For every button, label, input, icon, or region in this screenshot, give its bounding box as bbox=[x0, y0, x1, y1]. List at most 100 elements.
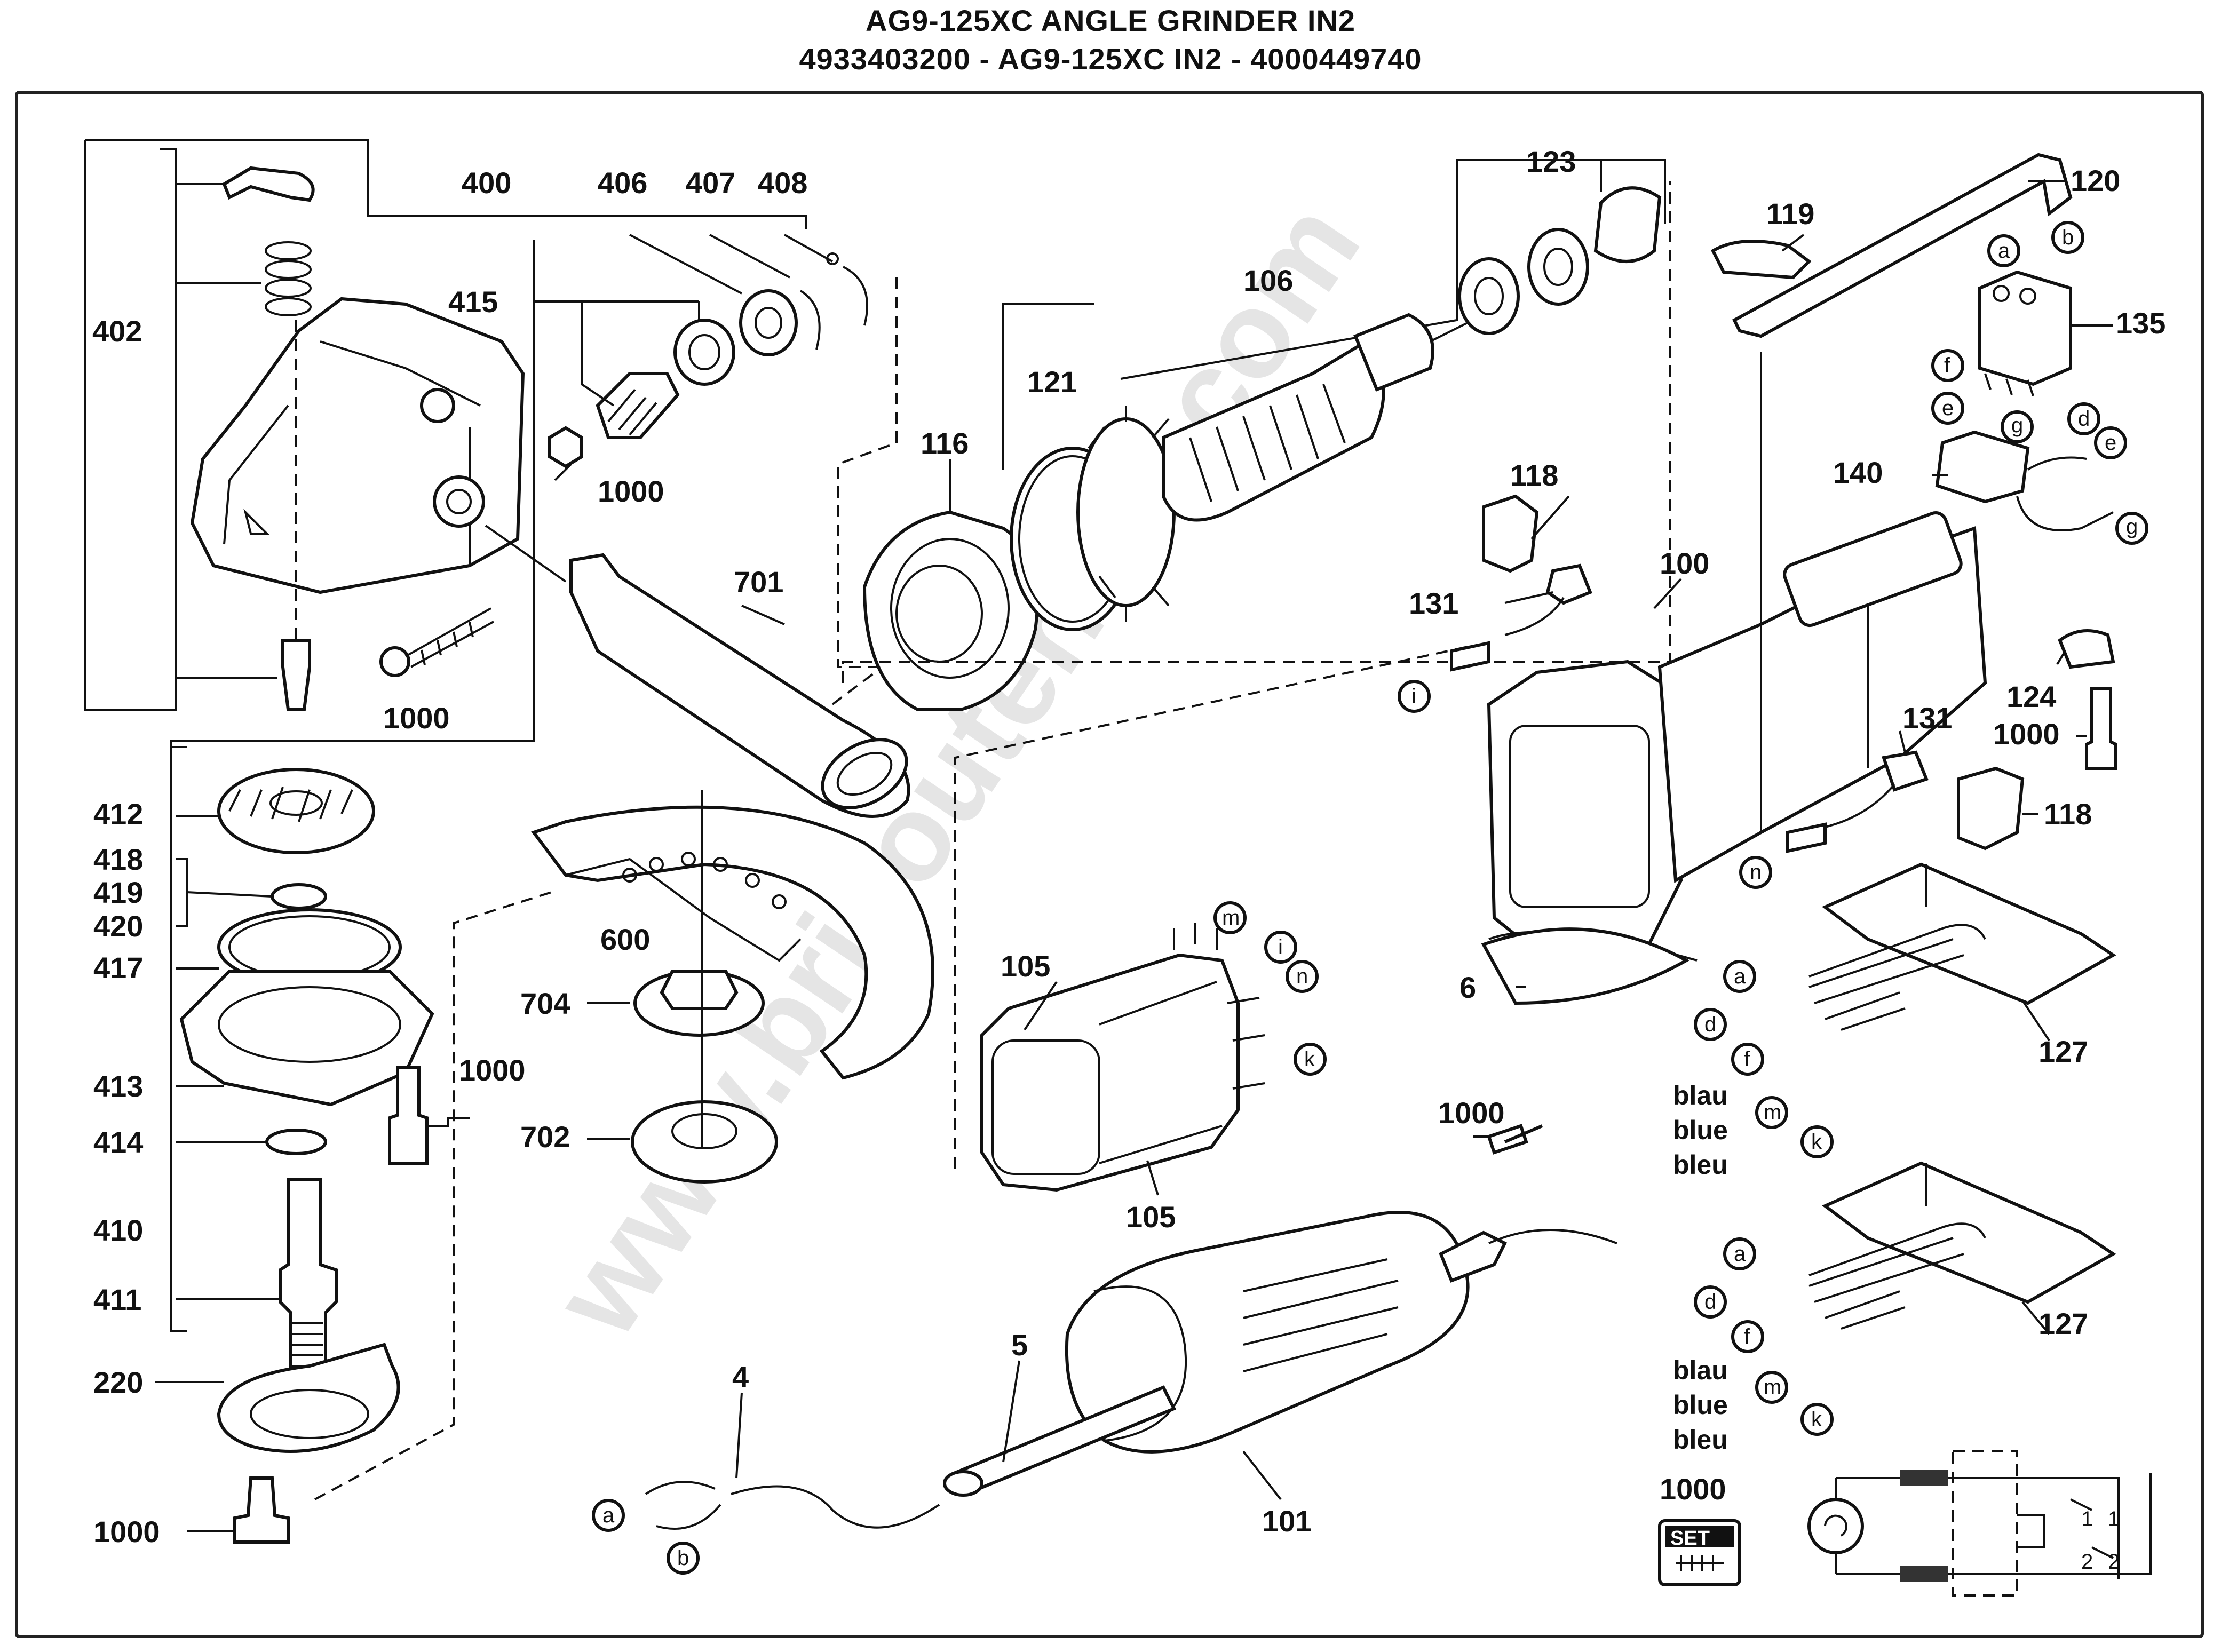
label-1000-screw: 1000 bbox=[383, 701, 450, 735]
connector-b-cable: b bbox=[677, 1546, 689, 1570]
label-127-bottom: 127 bbox=[2038, 1307, 2088, 1340]
connector-n-housing: n bbox=[1750, 861, 1762, 884]
brush-holder-118b bbox=[1957, 766, 2025, 851]
connector-e-suppressor: e bbox=[2105, 431, 2116, 455]
label-123: 123 bbox=[1526, 145, 1576, 178]
part-labels: 400 402 406 407 408 415 1000 1000 701 11… bbox=[92, 145, 2166, 1548]
wheel-guard bbox=[531, 805, 934, 1080]
label-413: 413 bbox=[93, 1069, 143, 1103]
label-6 bbox=[1481, 927, 1690, 1005]
wiring-schematic: 1 1 2 2 bbox=[1807, 1450, 2152, 1597]
wire-color-fr-1: bleu bbox=[1673, 1150, 1728, 1180]
label-406: 406 bbox=[598, 166, 647, 200]
label-1000-nut: 1000 bbox=[598, 474, 664, 508]
spindle-lock-button bbox=[222, 166, 315, 202]
label-418: 418 bbox=[93, 843, 143, 876]
screw-set-badge: SET bbox=[1658, 1519, 1741, 1586]
label-116: 116 bbox=[921, 426, 969, 460]
connector-g-switch: g bbox=[2011, 414, 2023, 437]
power-cable-4 bbox=[731, 1485, 940, 1529]
cable-clamp bbox=[2058, 629, 2115, 669]
brush-131b bbox=[1882, 750, 1929, 792]
label-105-bottom: 105 bbox=[1126, 1200, 1176, 1234]
spring bbox=[265, 241, 312, 316]
label-701: 701 bbox=[734, 565, 783, 599]
label-420: 420 bbox=[93, 909, 143, 943]
hex-nut bbox=[548, 426, 583, 468]
retaining-plate bbox=[217, 1343, 400, 1453]
wire-color-notes: blau blue bleu blau blue bleu bbox=[1673, 1081, 1728, 1455]
label-101: 101 bbox=[1262, 1504, 1312, 1538]
gear-head-group bbox=[84, 139, 898, 1332]
washer-414 bbox=[265, 1129, 327, 1155]
connector-k-harness1: k bbox=[1811, 1130, 1822, 1154]
connector-a-harness2: a bbox=[1734, 1242, 1746, 1266]
label-131-bottom: 131 bbox=[1902, 701, 1952, 735]
side-handle bbox=[569, 553, 910, 818]
label-412: 412 bbox=[93, 797, 143, 831]
connector-labels: a b f e g d e g i n m i n k a d f m k a … bbox=[592, 221, 2148, 1575]
label-400: 400 bbox=[462, 166, 511, 200]
label-100: 100 bbox=[1660, 546, 1709, 580]
label-1000-rear: 1000 bbox=[1438, 1096, 1505, 1130]
suppressor bbox=[1935, 430, 2030, 504]
connector-m-harness2: m bbox=[1764, 1376, 1781, 1399]
bearing-rear bbox=[1458, 257, 1520, 335]
label-131-top: 131 bbox=[1409, 586, 1458, 620]
connector-e-switch: e bbox=[1942, 396, 1954, 420]
connector-i-stator: i bbox=[1278, 935, 1283, 959]
bevel-gear bbox=[217, 768, 375, 854]
circlip-407 bbox=[799, 290, 821, 350]
label-121: 121 bbox=[1027, 365, 1077, 399]
wire-color-de-1: blau bbox=[1673, 1081, 1728, 1110]
connector-d-harness2: d bbox=[1704, 1290, 1716, 1314]
switch-rod-group bbox=[1711, 153, 2073, 640]
brush-131a bbox=[1545, 563, 1592, 605]
stator bbox=[954, 645, 1473, 1192]
clamp-screw bbox=[2085, 687, 2117, 770]
strain-relief bbox=[1439, 1230, 1508, 1283]
connector-a-cable: a bbox=[602, 1504, 615, 1527]
label-1000-flange: 1000 bbox=[459, 1053, 526, 1087]
wheel-guard-group bbox=[531, 790, 934, 1184]
flange-screw bbox=[233, 1476, 290, 1544]
label-402: 402 bbox=[92, 314, 142, 348]
label-411: 411 bbox=[93, 1283, 141, 1316]
gear-housing bbox=[190, 297, 525, 594]
flange-screw-2 bbox=[388, 1066, 429, 1165]
connector-k-harness2: k bbox=[1811, 1408, 1822, 1431]
schematic-terminal-1a: 1 bbox=[2081, 1507, 2093, 1531]
set-badge-label: SET bbox=[1670, 1527, 1710, 1550]
schematic-terminal-2a: 2 bbox=[2081, 1550, 2093, 1574]
label-220: 220 bbox=[93, 1365, 143, 1399]
label-124: 124 bbox=[2006, 680, 2056, 713]
connector-n-stator: n bbox=[1296, 965, 1308, 988]
housing-screw bbox=[379, 607, 494, 677]
brush-holder-118a bbox=[1482, 494, 1539, 573]
connector-m-stator: m bbox=[1222, 906, 1240, 930]
label-140: 140 bbox=[1833, 456, 1883, 489]
label-118-top: 118 bbox=[1510, 458, 1558, 492]
bearing-sleeve bbox=[1593, 186, 1662, 263]
leader-lines bbox=[155, 160, 2113, 1532]
connector-a-switch: a bbox=[1998, 239, 2010, 263]
bearing-123 bbox=[1527, 228, 1589, 306]
label-5: 5 bbox=[1011, 1328, 1028, 1362]
label-414: 414 bbox=[93, 1125, 143, 1159]
rear-housing bbox=[645, 1124, 1617, 1530]
switch-group bbox=[1935, 270, 2114, 531]
armature bbox=[1076, 159, 1666, 622]
label-408: 408 bbox=[758, 166, 807, 200]
motor-housing bbox=[1450, 494, 2117, 1005]
connector-d-switch: d bbox=[2078, 407, 2090, 431]
switch-actuator-119 bbox=[1711, 240, 1812, 280]
spindle-group bbox=[170, 746, 556, 1544]
label-600: 600 bbox=[600, 923, 650, 956]
connector-a-harness1: a bbox=[1734, 965, 1746, 988]
label-1000-set: 1000 bbox=[1660, 1472, 1726, 1506]
wire-color-de-2: blau bbox=[1673, 1355, 1728, 1385]
commutator bbox=[1353, 313, 1434, 392]
label-4: 4 bbox=[732, 1360, 749, 1394]
bearing-407 bbox=[739, 289, 798, 356]
connector-i-housing: i bbox=[1411, 685, 1416, 708]
